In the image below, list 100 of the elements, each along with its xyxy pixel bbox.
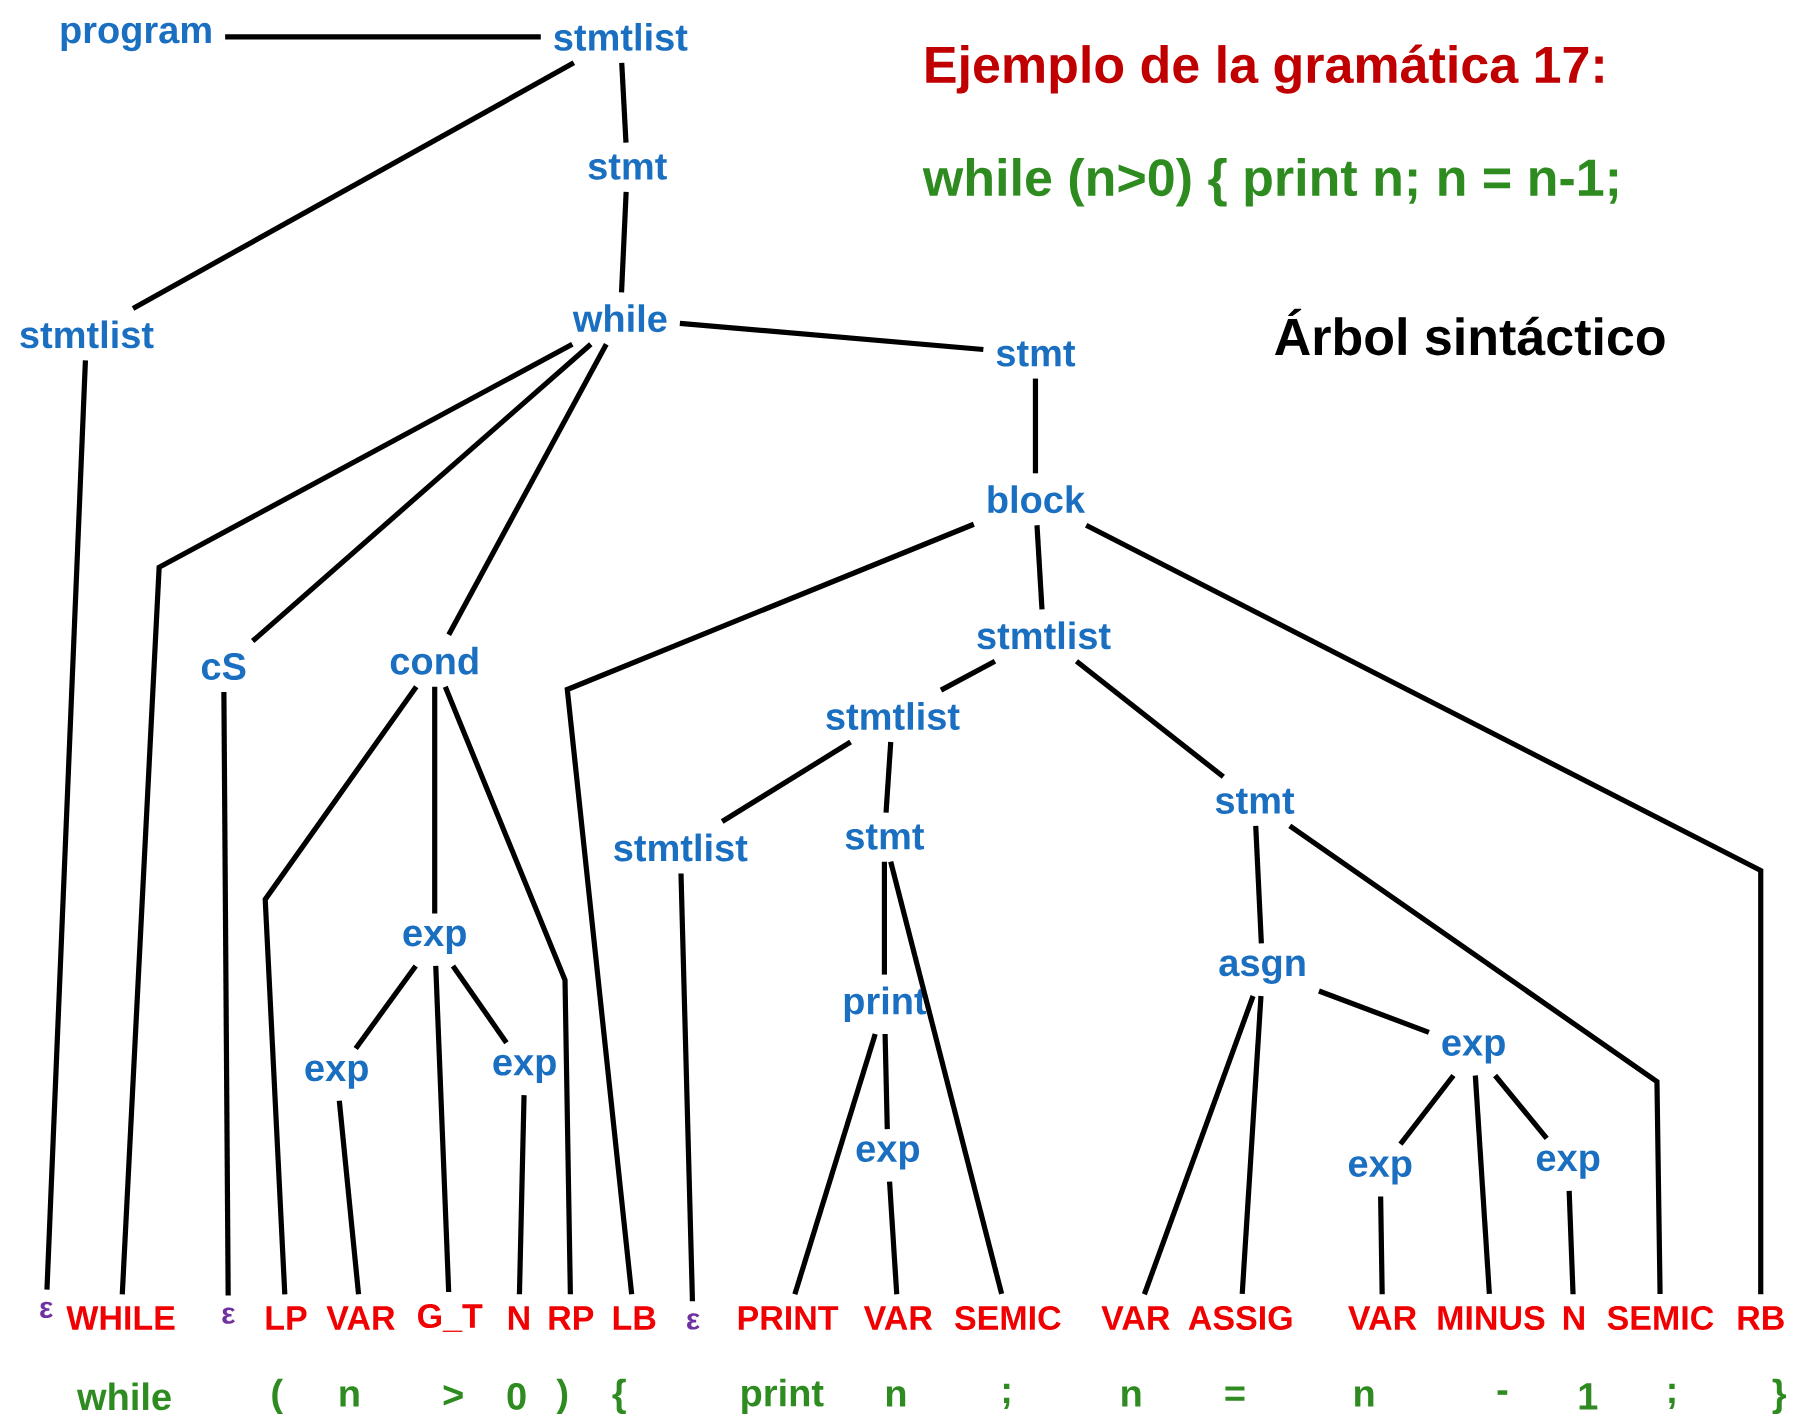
nonterminal-label: block <box>988 485 1086 514</box>
tree-branch <box>1141 995 1256 1296</box>
terminal-label: VAR <box>1101 1306 1170 1330</box>
nonterminal-label: cond <box>390 646 478 675</box>
tree-branch <box>882 1034 890 1130</box>
lexeme-label: = <box>1225 1386 1245 1402</box>
tree-branch <box>619 62 629 143</box>
terminal-label: ASSIG <box>1188 1306 1292 1331</box>
nonterminal-label: exp <box>305 1060 368 1090</box>
terminal-label: PRINT <box>738 1306 839 1330</box>
tree-branch <box>679 321 984 353</box>
tree-branch <box>888 861 1005 1295</box>
nonterminal-label: stmtlist <box>614 833 748 862</box>
nonterminal-label: cS <box>201 653 246 681</box>
lexeme-label: ) <box>556 1378 568 1415</box>
tree-branch <box>678 873 696 1302</box>
nonterminal-label: while <box>572 304 667 333</box>
terminal-label: WHILE <box>66 1306 175 1330</box>
terminal-label: SEMIC <box>954 1306 1061 1331</box>
tree-branch <box>564 522 975 1295</box>
terminal-label: N <box>508 1306 529 1330</box>
terminal-label: RB <box>1738 1306 1784 1330</box>
terminal-label: VAR <box>863 1306 933 1330</box>
lexeme-label: { <box>612 1378 626 1415</box>
nonterminal-label: stmtlist <box>554 23 688 52</box>
lexeme-label: ; <box>1669 1384 1675 1410</box>
lexeme-label: } <box>1772 1378 1786 1415</box>
nonterminal-label: stmtlist <box>826 702 960 731</box>
tree-branch <box>720 740 852 824</box>
tree-branch <box>442 685 573 1295</box>
tree-branch <box>1032 378 1039 474</box>
terminal-label: MINUS <box>1438 1306 1545 1331</box>
nonterminal-label: exp <box>403 925 466 955</box>
lexeme-label: n <box>886 1386 906 1407</box>
terminal-label: LP <box>266 1306 307 1330</box>
code-line: while (n>0) { print n; n = n-1; <box>922 158 1618 207</box>
tree-branch <box>225 34 541 40</box>
nonterminal-label: stmt <box>588 154 667 180</box>
terminal-label: LB <box>613 1306 656 1330</box>
tree-branch <box>1239 996 1264 1295</box>
nonterminal-label: exp <box>1442 1035 1505 1064</box>
tree-branch <box>432 686 438 914</box>
nonterminal-label: stmt <box>845 824 925 850</box>
tree-branch <box>516 1095 527 1295</box>
tree-branch <box>119 342 574 1295</box>
tree-branch <box>1253 826 1264 944</box>
tree-branch <box>1288 824 1663 1295</box>
lexeme-label: 0 <box>507 1383 526 1410</box>
tree-branch <box>886 1181 900 1295</box>
tree-branch <box>1566 1190 1576 1295</box>
title: Ejemplo de la gramática 17: <box>926 44 1603 94</box>
tree-branch <box>792 1033 878 1296</box>
nonterminal-label: exp <box>856 1141 920 1170</box>
tree-branch <box>131 60 576 311</box>
lexeme-label: n <box>1355 1386 1374 1407</box>
tree-branch <box>1084 523 1764 1295</box>
terminal-label: N <box>1563 1306 1584 1330</box>
terminal-label: VAR <box>326 1306 395 1330</box>
tree-branch <box>433 966 452 1293</box>
tree-branch <box>883 742 894 813</box>
tree-branch <box>618 191 629 293</box>
nonterminal-label: exp <box>1536 1150 1600 1179</box>
tree-branch <box>1472 1075 1492 1295</box>
tree-branch <box>1034 525 1045 610</box>
tree-branch <box>262 685 419 1295</box>
nonterminal-label: exp <box>1348 1156 1412 1185</box>
nonterminal-label: print <box>844 986 927 1023</box>
lexeme-label: ; <box>1003 1384 1010 1410</box>
tree-branch <box>353 964 418 1051</box>
nonterminal-label: stmt <box>1215 789 1295 815</box>
terminal-label: RP <box>549 1306 594 1330</box>
epsilon-label: ε <box>40 1301 53 1319</box>
lexeme-label: print <box>742 1378 824 1415</box>
tree-branch <box>450 964 509 1045</box>
lexeme-label: ( <box>272 1378 284 1415</box>
nonterminal-label: exp <box>493 1054 556 1084</box>
tree-branch <box>221 692 231 1296</box>
terminal-label: SEMIC <box>1607 1306 1714 1331</box>
nonterminal-label: asgn <box>1219 955 1305 985</box>
nonterminal-label: stmt <box>996 341 1076 367</box>
lexeme-label: n <box>1122 1386 1141 1407</box>
tree-branch <box>1074 659 1225 780</box>
nonterminal-label: stmtlist <box>977 621 1111 650</box>
terminal-label: G_T <box>418 1304 483 1333</box>
terminal-label: VAR <box>1348 1306 1417 1330</box>
epsilon-label: ε <box>222 1307 235 1325</box>
lexeme-label: 1 <box>1579 1383 1598 1410</box>
lexeme-label: - <box>1497 1390 1508 1396</box>
subtitle: Árbol sintáctico <box>1275 309 1665 356</box>
tree-branch <box>881 861 887 975</box>
nonterminal-label: stmtlist <box>20 320 154 349</box>
tree-branch <box>939 659 997 693</box>
tree-branch <box>250 342 593 644</box>
tree-branch <box>1493 1074 1549 1141</box>
lexeme-label: > <box>443 1385 463 1406</box>
tree-branch <box>1378 1196 1385 1295</box>
tree-branch <box>336 1100 362 1295</box>
tree-branch <box>446 343 609 637</box>
lexeme-label: while <box>76 1382 171 1411</box>
tree-branch <box>1318 988 1430 1036</box>
